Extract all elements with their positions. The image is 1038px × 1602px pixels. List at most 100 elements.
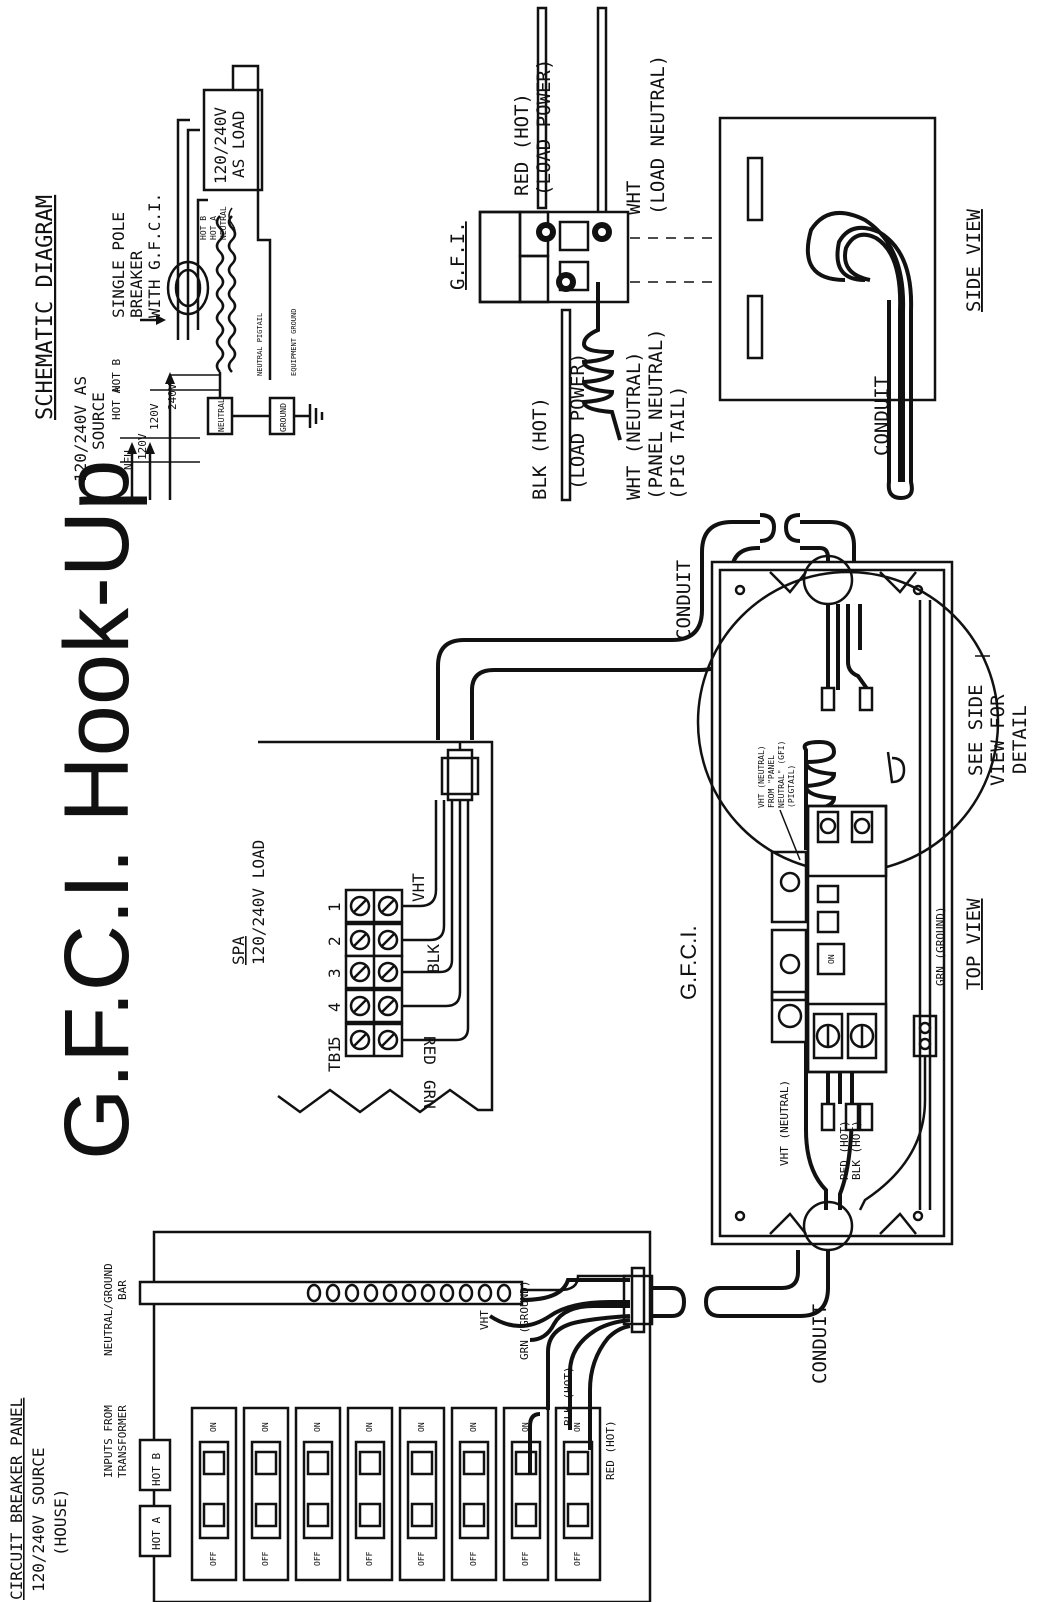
see-side-line3: DETAIL [1009,705,1031,774]
gfi-pig-line1: WHT (NEUTRAL) [623,351,645,500]
schematic-breaker-line1: SINGLE POLE [109,212,128,318]
breaker-off-label: OFF [261,1551,270,1566]
top-view-label: TOP VIEW [963,898,985,990]
box-red-label: RED (HOT) [838,1120,851,1180]
panel-inputs-line2: TRANSFORMER [116,1405,129,1478]
schematic-120v-a: 120V [136,433,149,460]
schematic-load-line2: AS LOAD [229,111,248,178]
gfci-box-label: G.F.C.I. [676,925,701,1000]
schematic-neutral2: NEUTRAL [219,206,228,240]
panel-inputs-line1: INPUTS FROM [102,1405,115,1478]
panel-hot-a: HOT A [150,1517,163,1550]
schematic-equipment-ground: EQUIPMENT GROUND [290,309,298,376]
schematic-breaker-line2: BREAKER [127,250,146,318]
tb1-terminal-number-1: 1 [325,902,344,912]
tb1-terminal-number-2: 2 [325,936,344,946]
gfi-label: G.F.I. [447,221,469,290]
gfci-enclosure: G.F.C.I. SEE SIDE VIEW FOR DETAIL VHT (N… [676,554,1031,1252]
breaker-on-label: ON [573,1422,582,1432]
spa-load-label: 120/240V LOAD [249,840,268,965]
conduit-bottom: CONDUIT [642,1250,831,1384]
bar-screw [477,1283,493,1303]
tb1-terminal-number-4: 4 [325,1002,344,1012]
gfi-pig-line2: (PANEL NEUTRAL) [645,328,667,500]
schematic-ground-label: GROUND [279,403,288,432]
gfi-red-line2: (LOAD POWER) [533,59,555,196]
tb1-terminal-number-5: 5 [325,1036,344,1046]
tb1-terminal-1: 1 [325,888,404,924]
bar-screw [306,1283,322,1303]
bar-screw [401,1283,417,1303]
bar-screw [420,1283,436,1303]
breaker-off-label: OFF [209,1551,218,1566]
panel-neutral-bar-line1: NEUTRAL/GROUND [102,1263,115,1356]
see-side-line2: VIEW FOR [987,694,1009,786]
schematic-hot-b-label: HOT B [110,359,123,392]
schematic-hot-a-label: HOT A [110,387,123,420]
side-view-conduit-label: CONDUIT [871,376,893,456]
bar-screw [363,1283,379,1303]
breaker-off-label: OFF [365,1551,374,1566]
schematic-diagram: SCHEMATIC DIAGRAM 120/240V AS SOURCE NEU… [33,64,324,500]
red-wire [536,6,548,210]
panel-grn: GRN (GROUND) [518,1281,531,1360]
diagram-title: G.F.C.I. Hook-Up [46,460,148,1160]
spa-enclosure [258,740,494,1114]
schematic-neutral-pigtail: NEUTRAL PIGTAIL [256,313,264,376]
breaker-on-label: ON [417,1422,426,1432]
panel-house: (HOUSE) [51,1489,70,1556]
pigtail-note-line-3: NEUTRAL" (GFI) [777,741,786,808]
panel-blk: BLK (HOT) [562,1366,575,1426]
pigtail-note-line-4: (PIGTAIL) [787,765,796,808]
schematic-neutral-label: NEUTRAL [217,398,226,432]
panel-red: RED (HOT) [604,1420,617,1480]
breaker-on-label: ON [209,1422,218,1432]
gfi-red-line1: RED (HOT) [511,93,533,196]
hot-b-input [138,1438,172,1492]
schematic-coil [215,215,237,398]
breaker-off-label: OFF [417,1551,426,1566]
gfi-blk-line2-visible: (LOAD POWER) [567,353,589,490]
spa-wire-grn: GRN [420,1080,439,1109]
bar-screw [439,1283,455,1303]
box-vht-label: VHT (NEUTRAL) [778,1080,791,1166]
breaker-off-label: OFF [573,1551,582,1566]
pigtail-note-line-2: FROM "PANEL [767,755,776,808]
breaker-off-label: OFF [521,1551,530,1566]
bar-screw [344,1283,360,1303]
spa-wire-blk: BLK [424,944,443,973]
schematic-heading: SCHEMATIC DIAGRAM [33,195,58,420]
tb1-terminal-number-3: 3 [325,968,344,978]
conduit-bottom-label: CONDUIT [809,1304,831,1384]
gfi-pig-line3: (PIG TAIL) [667,386,689,500]
panel-source: 120/240V SOURCE [29,1448,48,1593]
tb1-terminal-5: 5 [325,1022,404,1058]
schematic-120v-b: 120V [148,403,161,430]
schematic-load-line1: 120/240V [211,107,230,184]
schematic-240v: 240V [166,383,179,410]
schematic-hot-a2: HOT A [209,216,218,240]
breaker-on-label: ON [521,1422,530,1432]
bar-screw [496,1283,512,1303]
bar-screw [458,1283,474,1303]
side-view: CONDUIT SIDE VIEW [718,116,985,501]
wht-wire [596,6,608,220]
panel-title: CIRCUIT BREAKER PANEL [7,1398,26,1600]
panel-neutral-bar-line2: BAR [116,1280,129,1300]
breaker-off-label: OFF [469,1551,478,1566]
breaker-7: ON OFF [502,1406,550,1582]
see-side-line1: SEE SIDE [965,684,987,776]
box-grn-label: GRN (GROUND) [934,907,947,986]
bar-screw [325,1283,341,1303]
schematic-neu-label: NEU [122,450,135,470]
source-arrows [120,372,220,500]
schematic-source-line2: SOURCE [89,392,108,450]
panel-vht: VHT [478,1310,491,1330]
tb1-terminal-2: 2 [325,922,404,958]
spa-wire-red: RED [420,1036,439,1065]
